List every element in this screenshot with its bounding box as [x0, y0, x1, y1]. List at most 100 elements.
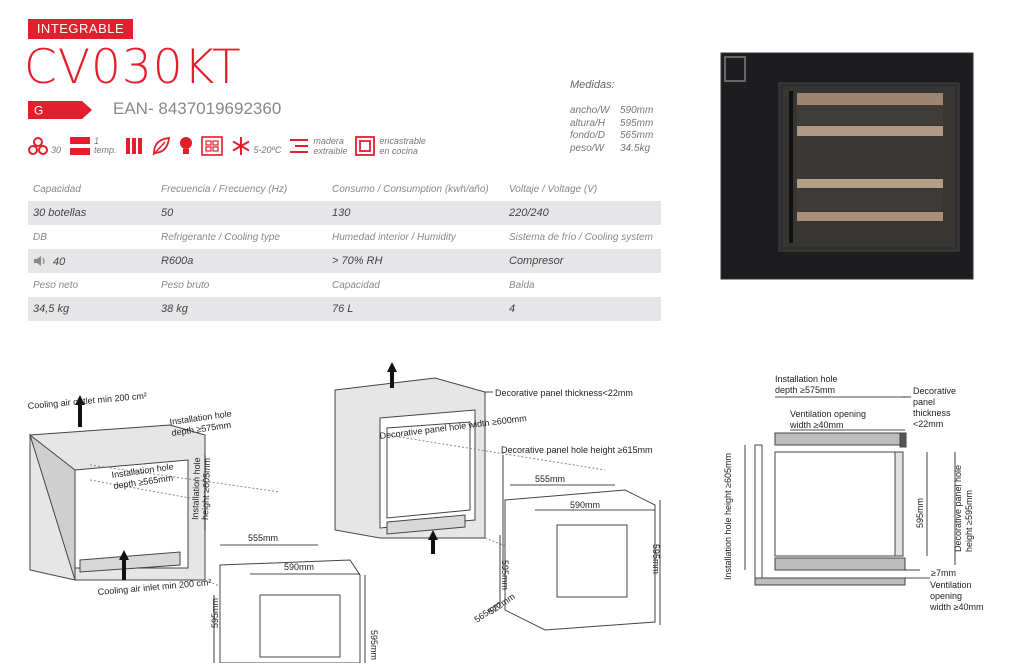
bottles-feature: 30	[28, 137, 61, 155]
snowflake-icon	[232, 137, 250, 155]
side-depth-line1: Installation hole	[775, 374, 838, 384]
built-in-icon	[355, 136, 376, 156]
spec-value: Compresor	[509, 255, 564, 267]
spec-label-row: Capacidad Frecuencia / Frecuency (Hz) Co…	[28, 177, 661, 201]
side-vent-line1: Ventilation opening	[790, 409, 866, 419]
wood-shelves-feature: madera extraible	[289, 136, 347, 156]
measure-key: peso/W	[570, 142, 604, 154]
bottles-count: 30	[51, 144, 62, 155]
measure-value: 565mm	[620, 130, 654, 141]
dim-555-mid: 555mm	[535, 474, 565, 484]
temp-zone-count: 1	[94, 136, 100, 146]
spec-value: 130	[332, 207, 351, 219]
spec-label: Consumo / Consumption (kwh/año)	[332, 183, 489, 195]
spec-value: 220/240	[509, 207, 549, 219]
built-line1: encastrable	[379, 136, 426, 146]
spec-label: Voltaje / Voltage (V)	[509, 183, 598, 195]
spec-value-row: 30 botellas 50 130 220/240	[28, 201, 661, 225]
light-bulb-icon	[179, 137, 192, 154]
spec-value: 30 botellas	[33, 207, 87, 219]
dim-595-a: 595mm	[210, 598, 220, 628]
spec-value-row: 40 R600a > 70% RH Compresor	[28, 249, 661, 273]
spec-label: Sistema de frío / Cooling system	[509, 231, 653, 243]
ean: EAN- 8437019692360	[113, 99, 281, 119]
spec-value: 34,5 kg	[33, 303, 70, 315]
spec-label: DB	[33, 231, 47, 243]
product-image	[720, 52, 974, 280]
dim-595-mid-b: 595mm	[651, 544, 661, 574]
built-in-feature: encastrable en cocina	[355, 136, 426, 156]
temp-zone-icon	[70, 137, 91, 155]
measure-row: altura/H 595mm	[570, 118, 653, 131]
installation-diagram-right: Installation hole depth ≥575mm Ventilati…	[723, 374, 983, 612]
wood-shelf-icon	[290, 139, 309, 153]
panel-thickness-label: Decorative panel thickness<22mm	[495, 388, 633, 398]
integrable-badge: INTEGRABLE	[28, 19, 133, 39]
hole-height-605-line1: Installation hole	[190, 457, 202, 520]
air-outlet-label: Cooling air outlet min 200 cm²	[27, 391, 147, 411]
side-panel-line4: <22mm	[913, 419, 943, 429]
temp-zone-label: temp.	[94, 145, 117, 155]
energy-class-label: G	[34, 104, 43, 118]
side-dim-595: 595mm	[915, 498, 925, 528]
spec-label: Refrigerante / Cooling type	[161, 231, 280, 243]
feature-icons: 30 1 temp.	[28, 133, 426, 159]
display-feature	[200, 136, 223, 156]
spec-value-db: 40	[28, 255, 156, 268]
installation-diagram-left: Cooling air outlet min 200 cm² Cooling a…	[27, 391, 379, 663]
wood-line2: extraible	[313, 146, 348, 156]
measure-value: 595mm	[620, 117, 654, 129]
spec-value: > 70% RH	[332, 255, 383, 267]
spec-label-row: DB Refrigerante / Cooling type Humedad i…	[28, 225, 661, 249]
measure-row: peso/W 34.5kg	[570, 143, 653, 156]
ean-label: EAN-	[113, 99, 154, 118]
model-title: CV030KT	[24, 40, 242, 95]
spec-label: Peso bruto	[161, 279, 210, 291]
spec-value: 40	[53, 255, 66, 268]
spec-label: Peso neto	[33, 279, 79, 291]
spec-label: Capacidad	[33, 183, 81, 195]
energy-class-badge: G	[28, 101, 92, 119]
spec-value: 38 kg	[161, 303, 188, 315]
spec-value: R600a	[161, 255, 194, 267]
spec-value: 76 L	[332, 303, 354, 315]
installation-diagram-middle: Decorative panel thickness<22mm Decorati…	[334, 362, 661, 631]
dim-590-mid: 590mm	[570, 500, 600, 510]
spec-label: Frecuencia / Frecuency (Hz)	[161, 183, 288, 195]
measure-key: altura/H	[570, 117, 606, 129]
side-vent2-line2: opening	[930, 591, 962, 601]
side-panel-height-line1: Decorative panel hole	[953, 465, 963, 552]
spec-value-row: 34,5 kg 38 kg 76 L 4	[28, 297, 661, 321]
measure-key: ancho/W	[570, 105, 610, 116]
side-panel-height-line2: height ≥595mm	[964, 490, 974, 552]
temperature-range: 5-20ºC	[253, 144, 282, 155]
temperature-range-feature: 5-20ºC	[231, 136, 282, 156]
side-depth-line2: depth ≥575mm	[775, 385, 835, 395]
measures-title: Medidas:	[570, 79, 615, 91]
spec-table: Capacidad Frecuencia / Frecuency (Hz) Co…	[28, 177, 661, 321]
spec-value: 50	[161, 207, 174, 219]
shelves-icon	[125, 138, 142, 154]
temp-zone-feature: 1 temp.	[69, 136, 117, 156]
side-height-605: Installation hole height ≥605mm	[723, 453, 733, 580]
leaf-icon	[151, 136, 170, 156]
measure-value: 34.5kg	[620, 142, 651, 154]
shelves-feature	[125, 137, 143, 155]
side-vent2-line3: width ≥40mm	[929, 602, 983, 612]
dim-590: 590mm	[284, 562, 314, 572]
side-vent-line2: width ≥40mm	[789, 420, 843, 430]
ean-value: 8437019692360	[158, 99, 282, 118]
control-panel-icon	[200, 136, 223, 156]
side-panel-line3: thickness	[913, 408, 951, 418]
dim-595-b: 595mm	[369, 630, 379, 660]
hole-height-605-line2: height ≥605mm	[200, 458, 212, 520]
side-panel-line1: Decorative	[913, 386, 956, 396]
wood-line1: madera	[313, 136, 344, 146]
side-vent2-line1: Ventilation	[930, 580, 972, 590]
spec-value: 4	[509, 303, 516, 315]
eco-feature	[151, 136, 171, 156]
side-gap-7: ≥7mm	[931, 568, 956, 578]
dim-555: 555mm	[248, 533, 278, 543]
